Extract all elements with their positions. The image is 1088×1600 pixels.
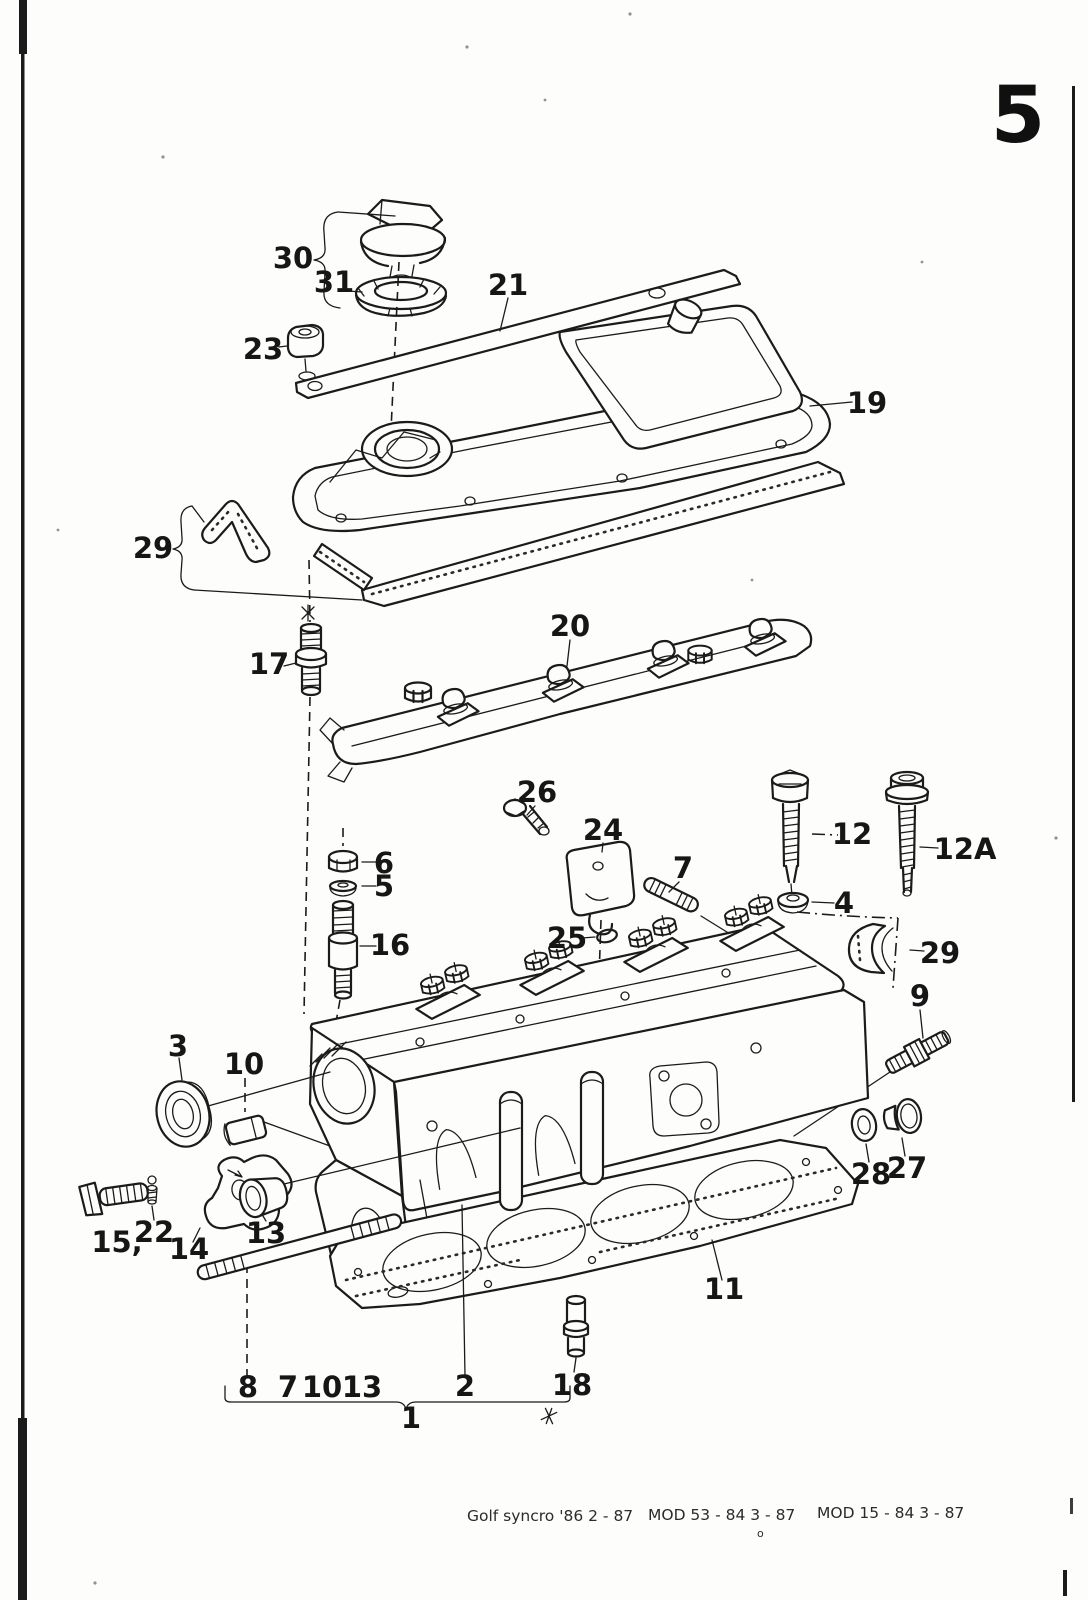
- gasket-group-bracket: [172, 505, 363, 601]
- callout-2: 2: [455, 1369, 475, 1403]
- asterisk-mark-2: [539, 1405, 559, 1427]
- callout-22: 22: [134, 1215, 174, 1249]
- callout-4: 4: [834, 886, 854, 920]
- page-edge-marks: [18, 0, 1075, 1600]
- stud-17-drawing: [283, 559, 328, 1015]
- callout-19: 19: [847, 386, 887, 420]
- o-ring-25-drawing: [581, 928, 618, 944]
- cap-nut-drawing: [278, 323, 325, 399]
- footer-mark: o: [757, 1527, 764, 1540]
- callout-28: 28: [851, 1157, 891, 1191]
- page-number: 5: [991, 71, 1045, 161]
- retainer-strip-drawing: [294, 268, 742, 400]
- elbow-gasket-drawing: [201, 499, 271, 564]
- callout-7a: 7: [673, 851, 693, 885]
- footer-mod1: MOD 53 - 84 3 - 87: [648, 1506, 795, 1524]
- callout-29b: 29: [920, 936, 960, 970]
- callout-20: 20: [550, 609, 590, 643]
- stud-8-drawing: [196, 1213, 403, 1378]
- seal-ring-28-drawing: [850, 1108, 878, 1163]
- callout-24: 24: [583, 813, 623, 847]
- washer-5-drawing: [328, 879, 377, 897]
- oil-filler-cap-drawing: [359, 198, 447, 284]
- callout-31: 31: [314, 265, 354, 299]
- callout-3: 3: [168, 1029, 188, 1063]
- bolt-26-drawing: [502, 798, 550, 836]
- callout-10a: 10: [224, 1047, 264, 1081]
- valve-guide-18-drawing: [562, 1294, 590, 1373]
- callout-11: 11: [704, 1272, 744, 1306]
- cap-group-bracket: [313, 211, 400, 431]
- cover-gasket-drawing: [312, 460, 846, 608]
- half-moon-plug-drawing: [847, 922, 925, 975]
- washer-4-drawing: [776, 891, 835, 914]
- callout-26: 26: [517, 775, 557, 809]
- cam-seal-drawing: [155, 1057, 331, 1148]
- cap-seal-drawing: [354, 275, 448, 317]
- asterisk-mark: [301, 604, 315, 622]
- callout-15: 15,: [91, 1225, 142, 1259]
- callout-27: 27: [887, 1151, 927, 1185]
- valve-cover-drawing: [291, 298, 853, 533]
- callout-8: 8: [238, 1370, 258, 1404]
- callout-25: 25: [547, 921, 587, 955]
- callout-21: 21: [488, 268, 528, 302]
- footer-model: Golf syncro '86 2 - 87: [467, 1507, 633, 1525]
- callout-5: 5: [374, 869, 394, 903]
- callout-30: 30: [273, 241, 313, 275]
- stud-16-drawing: [327, 899, 377, 1023]
- footer-mod2: MOD 15 - 84 3 - 87: [817, 1504, 964, 1522]
- cup-plug-13-drawing: [238, 1127, 521, 1222]
- callout-1: 1: [401, 1401, 421, 1435]
- callout-23: 23: [243, 332, 283, 366]
- head-gasket-drawing: [328, 1138, 860, 1310]
- baffle-plate-drawing: [319, 613, 813, 783]
- plug-27-drawing: [882, 1098, 923, 1157]
- head-bolt-12a-drawing: [796, 770, 939, 989]
- callout-17: 17: [249, 647, 289, 681]
- callout-13b: 13: [342, 1370, 382, 1404]
- callout-9: 9: [910, 979, 930, 1013]
- callout-12: 12: [832, 817, 872, 851]
- pin-22-drawing: [146, 1175, 158, 1221]
- callout-labels: 30 31 21 23 19 29 17 20 26 24 12 12A 6 5…: [91, 241, 997, 1435]
- dowel-drawing: [223, 1078, 331, 1147]
- head-bolt-12-drawing: [770, 769, 839, 897]
- nut-6-drawing: [327, 828, 377, 873]
- callout-12a: 12A: [934, 832, 997, 866]
- fitting-9-drawing: [793, 1009, 952, 1137]
- bolt-15-drawing: [78, 1181, 149, 1217]
- callout-18: 18: [552, 1368, 592, 1402]
- callout-13a: 13: [246, 1216, 286, 1250]
- footer: Golf syncro '86 2 - 87 MOD 53 - 84 3 - 8…: [467, 1504, 964, 1540]
- callout-14: 14: [169, 1232, 209, 1266]
- scan-specks: [56, 12, 1058, 1585]
- valve-stems-drawing: [498, 1070, 605, 1212]
- callout-6: 6: [374, 846, 394, 880]
- callout-2-leader: [461, 1204, 466, 1377]
- callout-10b: 10: [302, 1370, 342, 1404]
- callout-29a: 29: [133, 531, 173, 565]
- callout-7b: 7: [278, 1370, 298, 1404]
- callout-16: 16: [370, 928, 410, 962]
- assembly-bracket: [224, 1385, 571, 1410]
